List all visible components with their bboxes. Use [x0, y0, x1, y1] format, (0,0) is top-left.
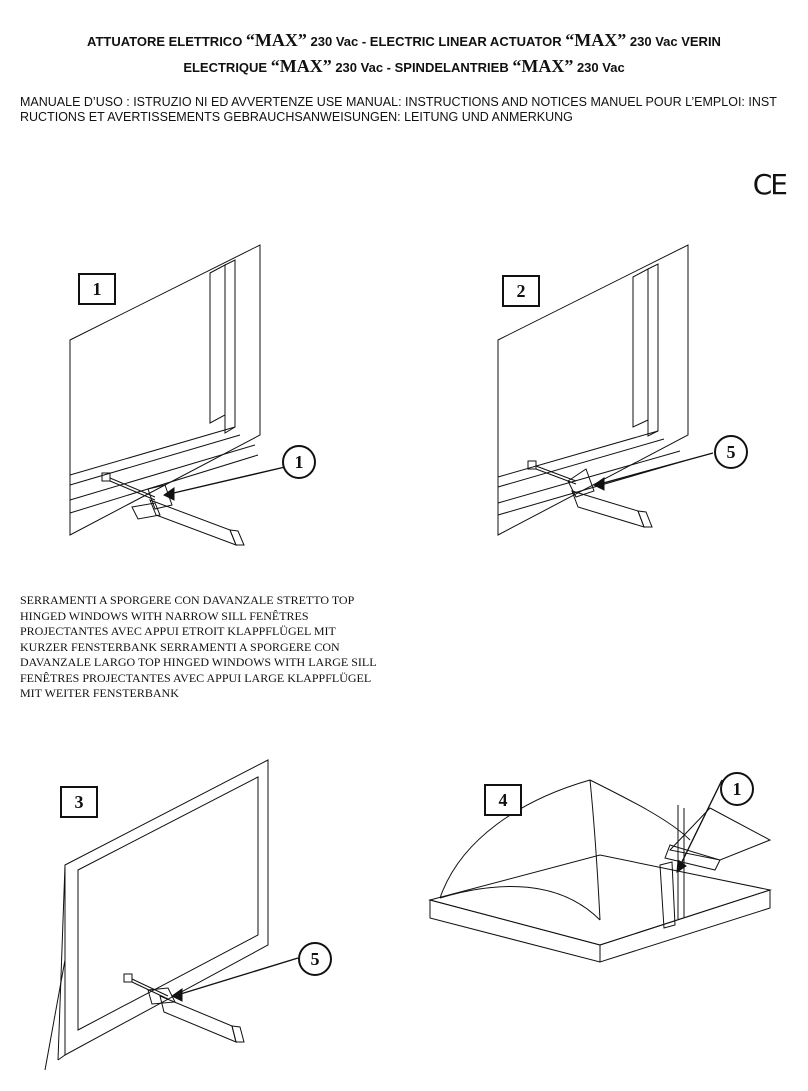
window-narrow-sill-drawing	[69, 244, 286, 546]
callout-marker: 5	[298, 942, 332, 976]
figure-number-badge: 3	[60, 786, 98, 818]
figure-1: 1 1	[60, 244, 320, 565]
window-large-sill-drawing	[497, 244, 714, 536]
figure-caption: SERRAMENTI A SPORGERE CON DAVANZALE STRE…	[20, 593, 377, 700]
figure-number-badge: 2	[502, 275, 540, 307]
rooflight-dome-drawing	[428, 779, 772, 963]
figure-number-badge: 4	[484, 784, 522, 816]
top-hinged-window-drawing	[44, 759, 299, 1071]
title-text: ATTUATORE ELETTRICO	[87, 34, 246, 49]
figure-3: 3 5	[40, 759, 350, 1080]
manual-heading: MANUALE D’USO : ISTRUZIO NI ED AVVERTENZ…	[20, 95, 777, 124]
title-text: 230 Vac	[573, 60, 625, 75]
product-name: “MAX”	[565, 30, 627, 50]
figure-2: 2 5	[488, 244, 778, 565]
title-text: 230 Vac - ELECTRIC LINEAR ACTUATOR	[306, 34, 566, 49]
product-name: “MAX”	[245, 30, 307, 50]
title-line-1: ATTUATORE ELETTRICO “MAX” 230 Vac - ELEC…	[20, 28, 788, 54]
product-name: “MAX”	[512, 56, 574, 76]
ce-mark: CE	[752, 168, 788, 201]
callout-marker: 1	[720, 772, 754, 806]
figure-4: 4 1	[420, 740, 790, 1080]
document-title: ATTUATORE ELETTRICO “MAX” 230 Vac - ELEC…	[20, 28, 788, 80]
title-line-2: ELECTRIQUE “MAX” 230 Vac - SPINDELANTRIE…	[20, 54, 788, 80]
title-text: ELECTRIQUE	[183, 60, 271, 75]
product-name: “MAX”	[270, 56, 332, 76]
callout-marker: 5	[714, 435, 748, 469]
callout-marker: 1	[282, 445, 316, 479]
title-text: 230 Vac - SPINDELANTRIEB	[331, 60, 513, 75]
figure-number-badge: 1	[78, 273, 116, 305]
title-text: 230 Vac VERIN	[626, 34, 721, 49]
